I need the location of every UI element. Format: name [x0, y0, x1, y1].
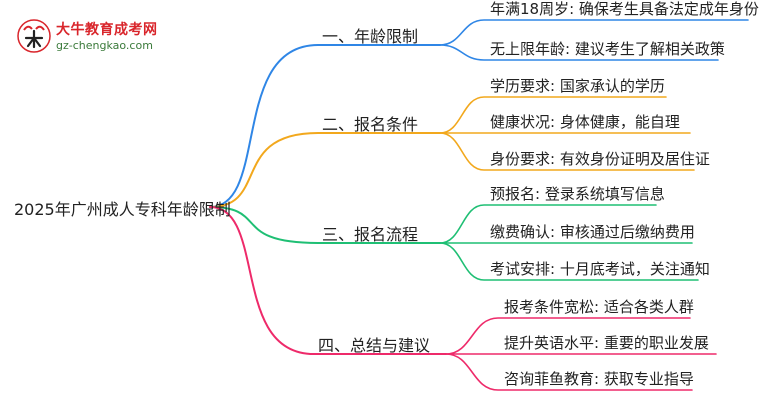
leaf-exam-schedule: 考试安排: 十月底考试，关注通知 [490, 260, 710, 278]
leaf-payment: 缴费确认: 审核通过后缴纳费用 [490, 223, 695, 241]
branch-requirements: 二、报名条件 [322, 115, 419, 134]
leaf-connector [439, 19, 749, 46]
logo-url: gz-chengkao.com [56, 39, 153, 52]
leaf-english: 提升英语水平: 重要的职业发展 [504, 334, 709, 352]
branch-connector [209, 206, 447, 355]
branch-connector [209, 44, 441, 208]
leaf-pre-register: 预报名: 登录系统填写信息 [490, 185, 665, 203]
branch-process: 三、报名流程 [322, 225, 419, 244]
branch-age-limit: 一、年龄限制 [322, 27, 419, 46]
branch-connector [209, 132, 441, 208]
leaf-connector [439, 44, 719, 61]
logo-title: 大牛教育成考网 [56, 22, 158, 38]
leaf-connector [439, 96, 667, 134]
site-logo[interactable]: 大牛教育成考网 gz-chengkao.com [16, 16, 161, 56]
leaf-health: 健康状况: 身体健康，能自理 [490, 113, 680, 131]
leaf-connector [445, 353, 693, 391]
leaf-connector [439, 204, 657, 244]
bull-character-logo-icon [17, 19, 51, 53]
leaf-consult: 咨询菲鱼教育: 获取专业指导 [504, 370, 694, 388]
leaf-connector [439, 242, 699, 281]
branch-connector [209, 206, 441, 244]
leaf-identity: 身份要求: 有效身份证明及居住证 [490, 150, 710, 168]
leaf-adult-age: 年满18周岁: 确保考生具备法定成年身份 [490, 0, 759, 18]
leaf-loose-conditions: 报考条件宽松: 适合各类人群 [504, 298, 694, 316]
leaf-connector [439, 132, 695, 171]
leaf-education: 学历要求: 国家承认的学历 [490, 77, 665, 95]
leaf-no-upper-limit: 无上限年龄: 建议考生了解相关政策 [490, 40, 725, 58]
root-topic: 2025年广州成人专科年龄限制 [14, 200, 231, 219]
leaf-connector [445, 317, 691, 355]
branch-summary: 四、总结与建议 [318, 336, 431, 355]
